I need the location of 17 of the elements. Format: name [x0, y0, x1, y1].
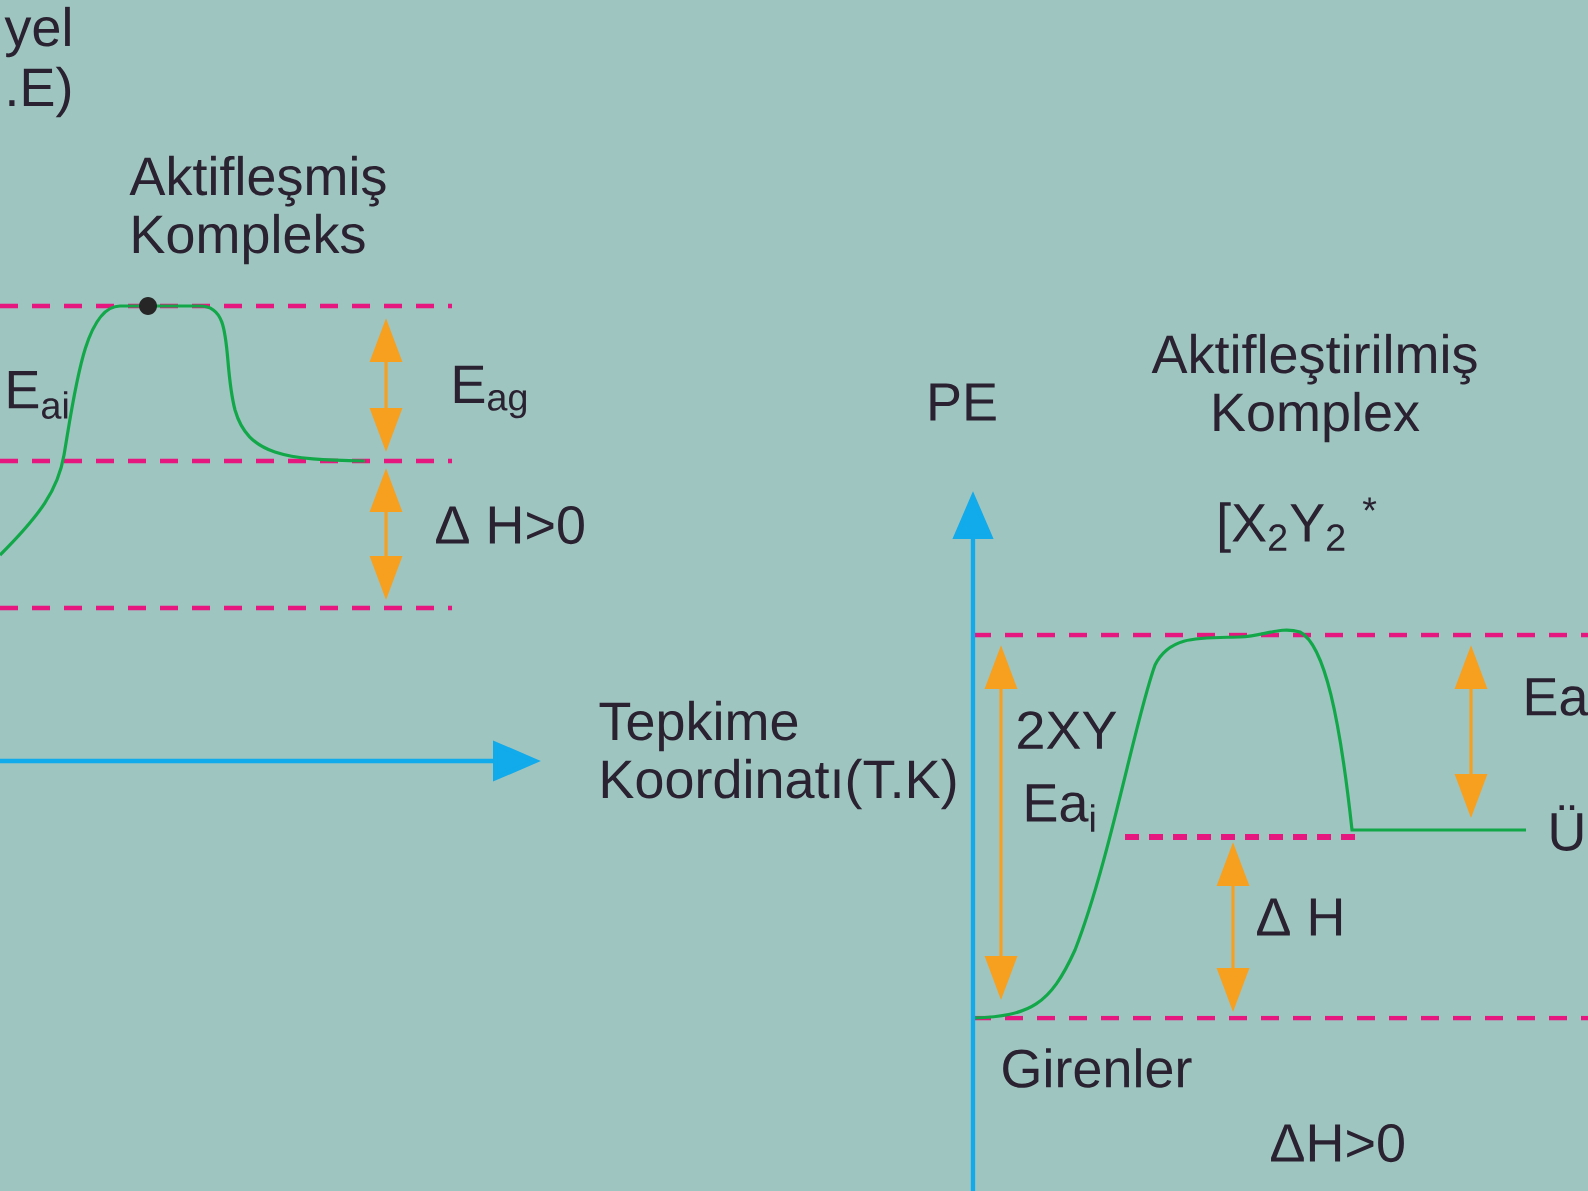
energy-label: Ea$_{i}$ — [1026, 784, 1095, 832]
energy-label: ΔH>0 — [1271, 1123, 1404, 1163]
energy-label: E$_{ai}$ — [8, 371, 68, 419]
reactant-label: 2XY — [1018, 711, 1117, 749]
axis-label: Tepkime Koordinatı(T.K) — [599, 700, 956, 810]
energy-label: Ea — [1526, 678, 1588, 716]
energy-label: Δ H>0 — [436, 505, 584, 545]
axis-label: .E) — [9, 66, 71, 118]
axis-label: PE — [930, 383, 996, 421]
formula-label: [X$_{2}$Y$_{2}$ * — [1220, 497, 1377, 553]
annotation-label: Aktifleşmiş Kompleks — [129, 155, 386, 265]
reactant-label: Girenler — [1003, 1048, 1192, 1088]
energy-label: E$_{ag}$ — [454, 365, 526, 419]
annotation-label: Aktifleştirilmiş Komplex — [1151, 333, 1477, 443]
energy-label: Δ H — [1257, 898, 1342, 936]
axis-label: yel — [4, 6, 70, 58]
product-label: Ü — [1551, 805, 1583, 851]
